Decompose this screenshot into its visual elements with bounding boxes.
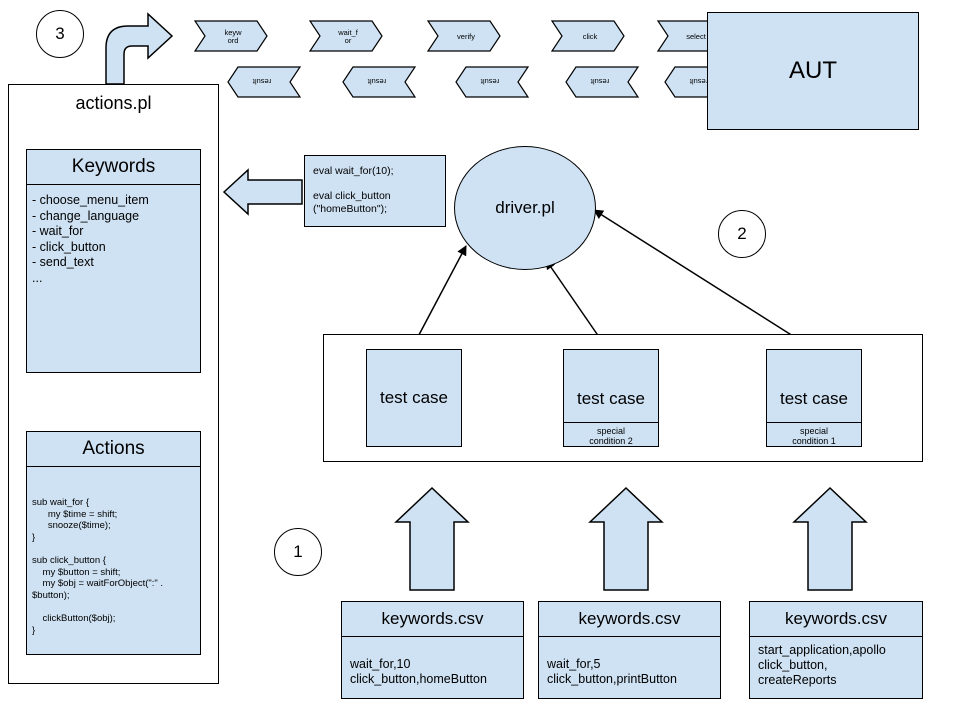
test-case-3-condition: special condition 1: [767, 422, 861, 448]
actions-header: Actions: [27, 432, 200, 467]
bent-arrow-up-right: [105, 12, 174, 85]
result-chevron-label-1: result: [252, 77, 271, 86]
result-chevron-label-4: result: [590, 77, 609, 86]
driver-pl-label: driver.pl: [495, 198, 555, 217]
keywords-list: - choose_menu_item - change_language - w…: [32, 193, 149, 285]
eval-note: eval wait_for(10); eval click_button ("h…: [304, 155, 446, 227]
step-marker-1-label: 1: [293, 542, 303, 561]
actions-panel: Actions sub wait_for { my $time = shift;…: [26, 431, 201, 655]
eval-to-keywords-arrow: [222, 168, 303, 216]
csv-file-3-title: keywords.csv: [750, 602, 922, 637]
result-chevron-group: result result result result result: [227, 66, 739, 98]
csv-file-1-content: wait_for,10 click_button,homeButton: [350, 657, 487, 686]
csv-file-3: keywords.csv start_application,apollo cl…: [749, 601, 923, 699]
test-case-2-condition: special condition 2: [564, 422, 658, 448]
keyword-chevron-4: click: [550, 20, 625, 52]
keyword-chevron-3: verify: [426, 20, 501, 52]
csv-file-2: keywords.csv wait_for,5 click_button,pri…: [538, 601, 721, 699]
result-chevron-label-3: result: [480, 77, 499, 86]
driver-pl-node: driver.pl: [454, 146, 596, 270]
test-case-3-label: test case: [779, 389, 849, 408]
step-marker-2: 2: [718, 210, 766, 258]
actions-pl-title: actions.pl: [75, 92, 152, 113]
result-chevron-label-2: result: [367, 77, 386, 86]
actions-code: sub wait_for { my $time = shift; snooze(…: [32, 497, 164, 636]
keywords-header: Keywords: [27, 150, 200, 185]
test-case-1: test case: [366, 349, 462, 447]
csv-up-arrow-3: [792, 486, 868, 591]
keyword-chevron-label-5: select: [686, 32, 707, 41]
keyword-chevron-label-4: click: [583, 32, 598, 41]
test-case-2-label: test case: [576, 389, 646, 408]
result-chevron-4: result: [565, 66, 640, 98]
aut-box: AUT: [707, 12, 919, 130]
keyword-chevron-label-3: verify: [457, 32, 475, 41]
step-marker-3-label: 3: [55, 24, 65, 43]
result-chevron-label-5: result: [689, 77, 708, 86]
csv-up-arrow-1: [394, 486, 470, 591]
csv-up-arrow-2: [588, 486, 664, 591]
test-case-1-label: test case: [379, 388, 449, 407]
csv-file-2-title: keywords.csv: [539, 602, 720, 637]
step-marker-3: 3: [36, 10, 84, 58]
csv-file-2-content: wait_for,5 click_button,printButton: [547, 657, 677, 686]
step-marker-1: 1: [274, 528, 322, 576]
aut-label: AUT: [789, 57, 837, 84]
test-case-3: test case special condition 1: [766, 349, 862, 447]
csv-file-1-title: keywords.csv: [342, 602, 523, 637]
connector-test-case-1-to-driver: [411, 245, 467, 349]
keywords-panel: Keywords - choose_menu_item - change_lan…: [26, 149, 201, 373]
result-chevron-1: result: [227, 66, 302, 98]
step-marker-2-label: 2: [737, 224, 747, 243]
test-case-2: test case special condition 2: [563, 349, 659, 447]
actions-pl-file: actions.pl Keywords - choose_menu_item -…: [8, 84, 219, 684]
result-chevron-3: result: [455, 66, 530, 98]
result-chevron-2: result: [342, 66, 417, 98]
csv-file-3-content: start_application,apollo click_button, c…: [758, 643, 886, 687]
csv-file-1: keywords.csv wait_for,10 click_button,ho…: [341, 601, 524, 699]
